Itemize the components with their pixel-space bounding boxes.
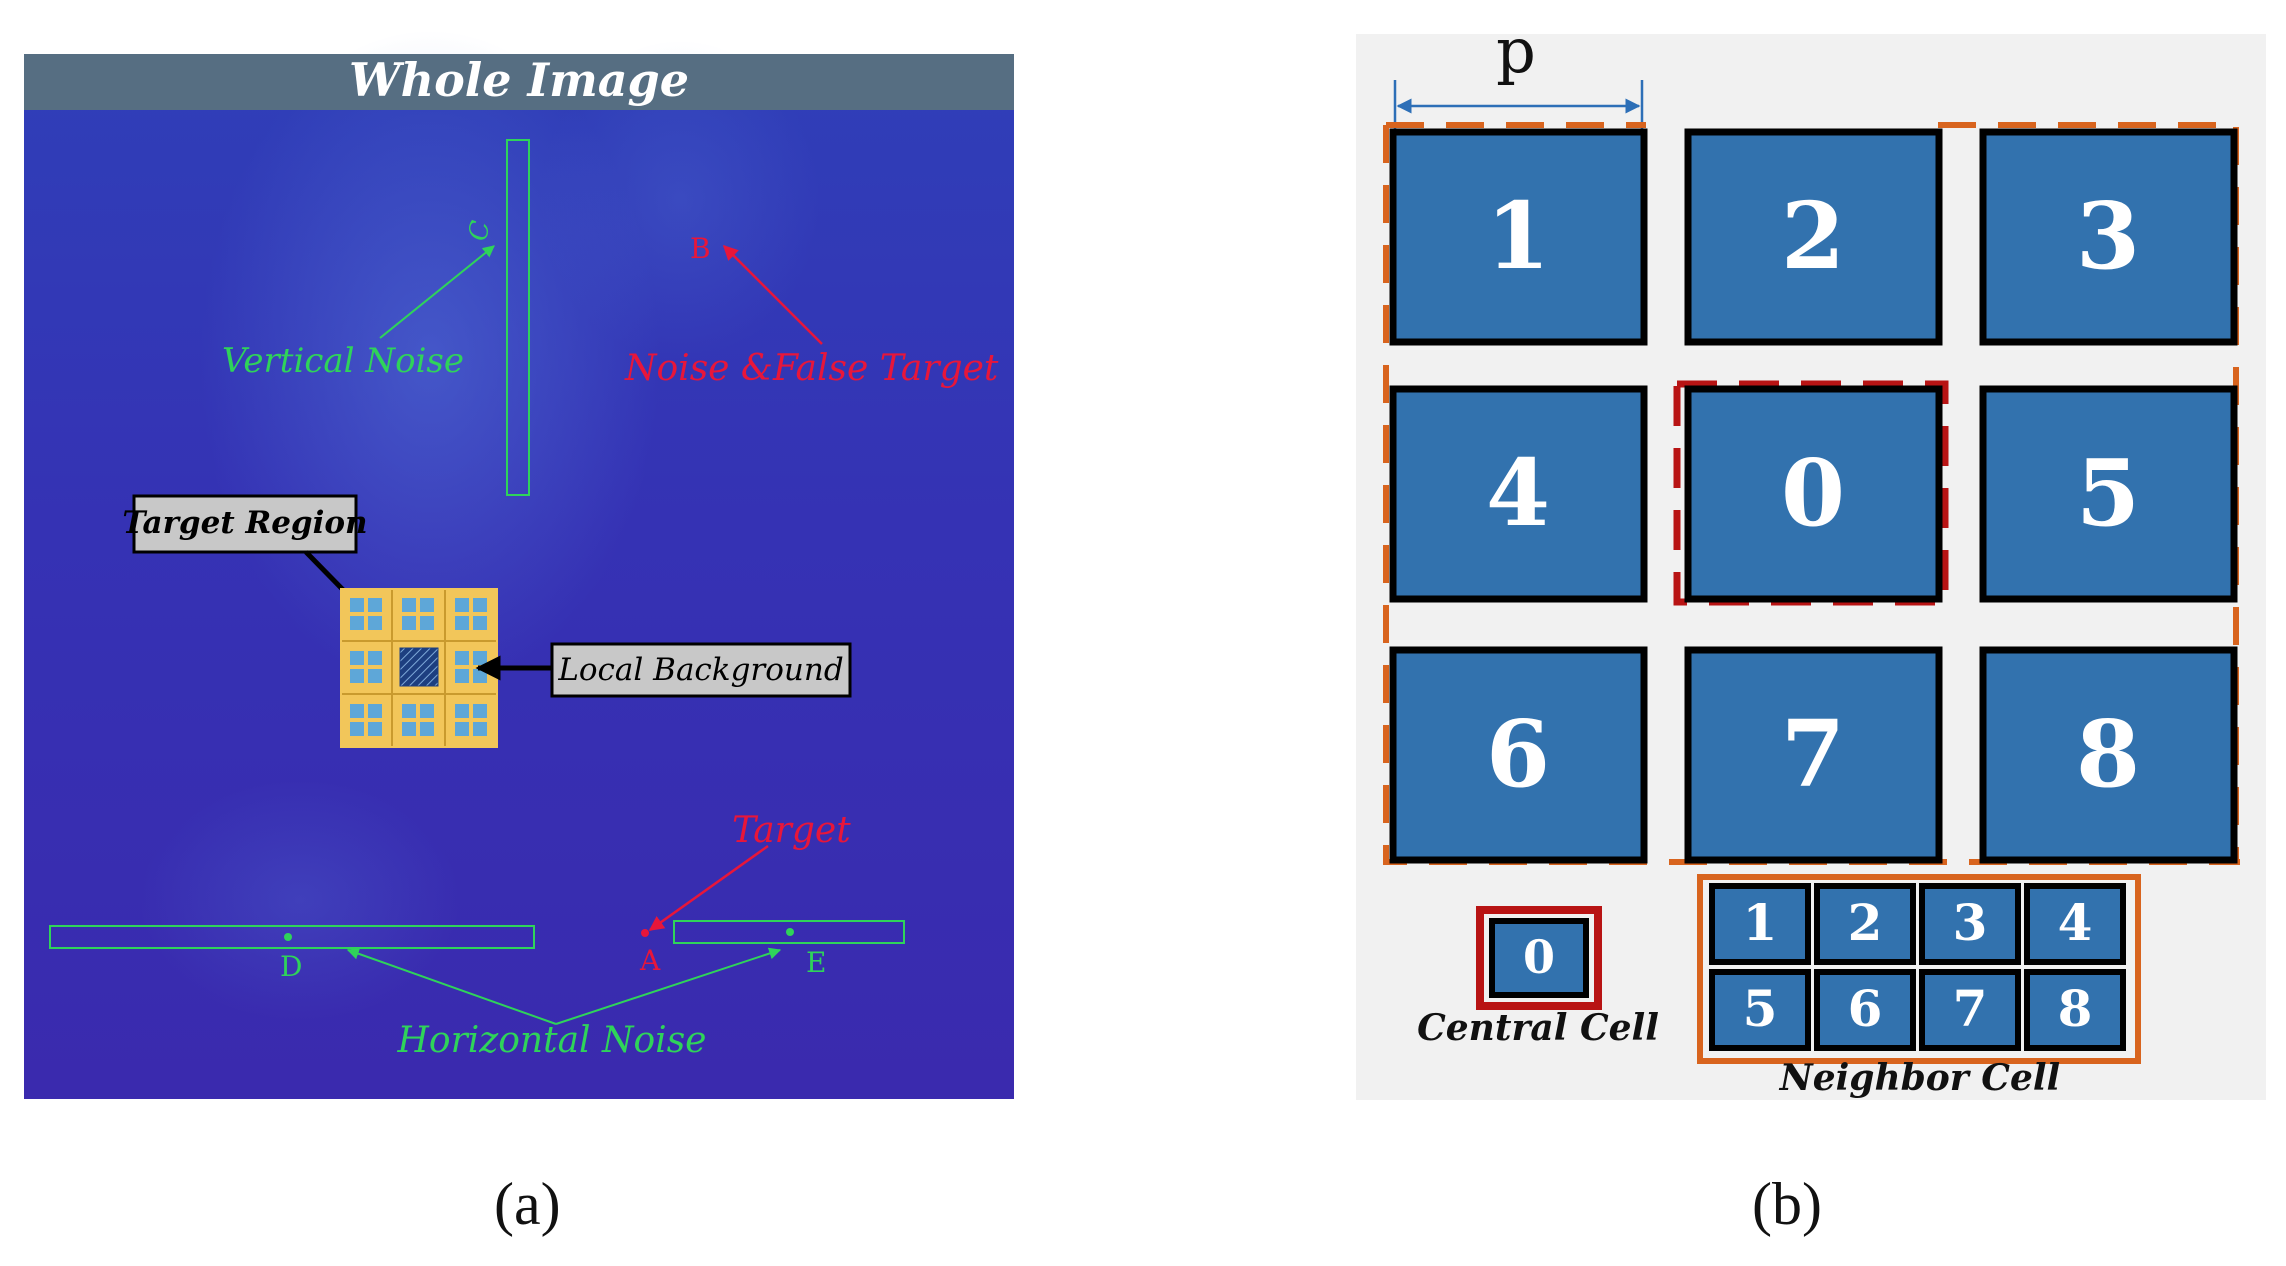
whole-image-header	[24, 54, 1014, 110]
grid-cell-2	[1684, 128, 1943, 346]
grid-cell-number: 6	[1486, 700, 1550, 808]
horizontal-noise-box-e	[673, 920, 905, 944]
target-point-a	[641, 929, 649, 937]
target-center-cell	[399, 647, 439, 687]
caption-a: (a)	[494, 1171, 561, 1237]
whole-image-title: Whole Image	[349, 53, 689, 107]
horizontal-noise-arrow-e	[555, 947, 782, 1025]
grid-cell-5	[1979, 385, 2238, 603]
grid-cell-number: 5	[2076, 439, 2140, 547]
point-b-label: B	[690, 232, 711, 265]
target-region-grid	[340, 588, 498, 748]
point-d-label: D	[280, 950, 302, 983]
horizontal-noise-box-d	[49, 925, 535, 949]
neighbor-cell-number: 4	[2058, 893, 2093, 952]
target-arrow	[648, 844, 769, 932]
horizontal-noise-arrow-d	[346, 947, 557, 1025]
neighbor-cell-number: 2	[1848, 893, 1883, 952]
noise-false-target-arrow	[722, 244, 823, 345]
noise-false-target-label: Noise &False Target	[624, 348, 999, 389]
grid-cell-number: 2	[1781, 182, 1845, 290]
grid-cell-number: 0	[1781, 439, 1845, 547]
local-background-label: Local Background	[557, 652, 843, 688]
central-cell-label: Central Cell	[1417, 1007, 1659, 1049]
grid-cell-number: 7	[1781, 700, 1845, 808]
point-e-label: E	[806, 946, 826, 979]
grid-cell-0	[1684, 385, 1943, 603]
vertical-noise-label: Vertical Noise	[222, 341, 464, 381]
neighbor-cell-number: 7	[1953, 979, 1988, 1038]
neighbor-cell-grid: 1 2 3 4 5 6 7 8	[1709, 883, 2126, 1051]
grid-cell-1	[1389, 128, 1648, 346]
central-cell-number: 0	[1523, 930, 1555, 984]
point-e-dot	[786, 928, 794, 936]
cell-grid: 1 2 3 4 0 5 6 7 8	[1389, 128, 2238, 864]
neighbor-cell-label: Neighbor Cell	[1779, 1057, 2060, 1099]
point-d-dot	[284, 933, 292, 941]
vertical-noise-arrow	[379, 245, 495, 339]
grid-cell-number: 3	[2076, 182, 2140, 290]
noise-glow-2	[140, 780, 460, 1020]
panel-b: p 1 2 3 4 0 5 6 7 8 0 Central Cell	[1356, 14, 2266, 1100]
vertical-noise-box	[506, 139, 530, 496]
grid-cell-number: 4	[1486, 439, 1550, 547]
grid-cell-3	[1979, 128, 2238, 346]
neighbor-cell-number: 8	[2058, 979, 2093, 1038]
point-a-label: A	[639, 944, 661, 977]
central-cell-box	[1489, 918, 1589, 998]
neighbor-cell-number: 3	[1953, 893, 1988, 952]
neighbor-cell-number: 1	[1743, 893, 1778, 952]
neighbor-cell-number: 5	[1743, 979, 1778, 1038]
grid-cell-7	[1684, 646, 1943, 864]
target-region-callout	[132, 494, 358, 554]
target-region-label: Target Region	[122, 505, 367, 541]
grid-cell-6	[1389, 646, 1648, 864]
grid-cell-number: 8	[2076, 700, 2140, 808]
local-background-callout	[550, 642, 852, 698]
horizontal-noise-label: Horizontal Noise	[397, 1020, 707, 1061]
target-label: Target	[732, 810, 851, 851]
panel-a: Whole Image C Vertical Noise B Noise &Fa…	[24, 30, 1014, 1099]
grid-cell-8	[1979, 646, 2238, 864]
caption-b: (b)	[1752, 1171, 1822, 1237]
central-cell-frame	[1476, 906, 1602, 1010]
grid-cell-number: 1	[1486, 182, 1550, 290]
grid-cell-4	[1389, 385, 1648, 603]
neighbor-cell-frame	[1697, 874, 2141, 1064]
neighborhood-dashed-outline	[1383, 122, 2240, 865]
noise-glow-3	[540, 40, 820, 360]
neighbor-cell-number: 6	[1848, 979, 1883, 1038]
dimension-label: p	[1496, 14, 1536, 87]
